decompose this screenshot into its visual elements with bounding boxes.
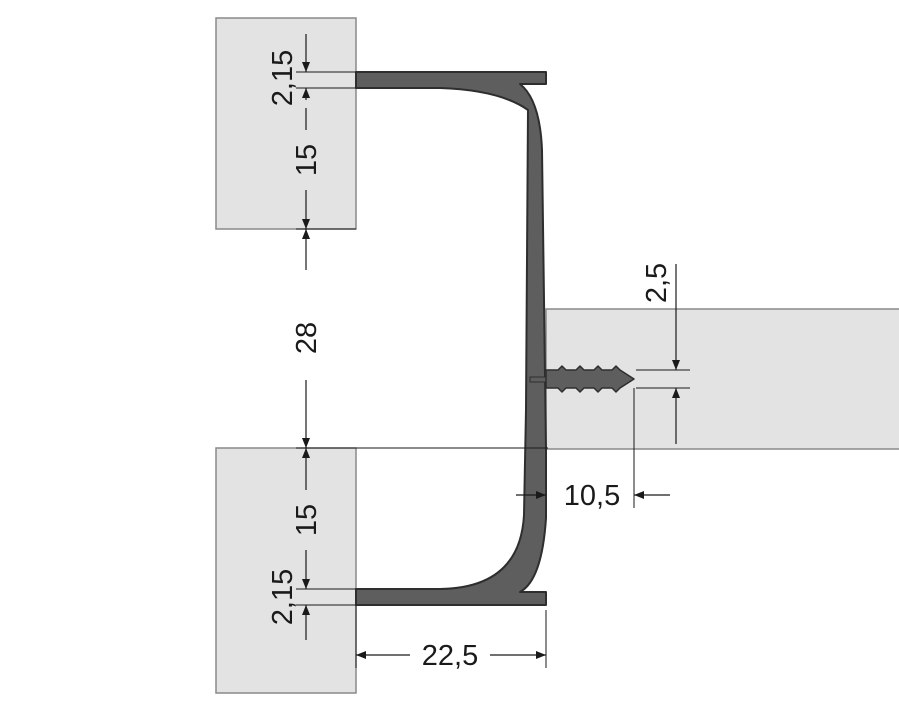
dim-screw-depth-label: 10,5 [564,480,620,512]
dim-screw-thickness-label: 2,5 [641,263,673,303]
handle-profile [355,71,547,606]
dim-bottom-edge-label: 2,15 [267,569,299,625]
screw [529,365,635,393]
top-panel [215,17,357,230]
dim-width-label: 22,5 [422,640,478,672]
dim-top-depth-label: 15 [291,144,323,176]
bottom-panel [215,447,357,694]
dim-bottom-depth-label: 15 [291,504,323,536]
dim-top-edge-label: 2,15 [267,50,299,106]
dim-gap-label: 28 [291,322,323,354]
